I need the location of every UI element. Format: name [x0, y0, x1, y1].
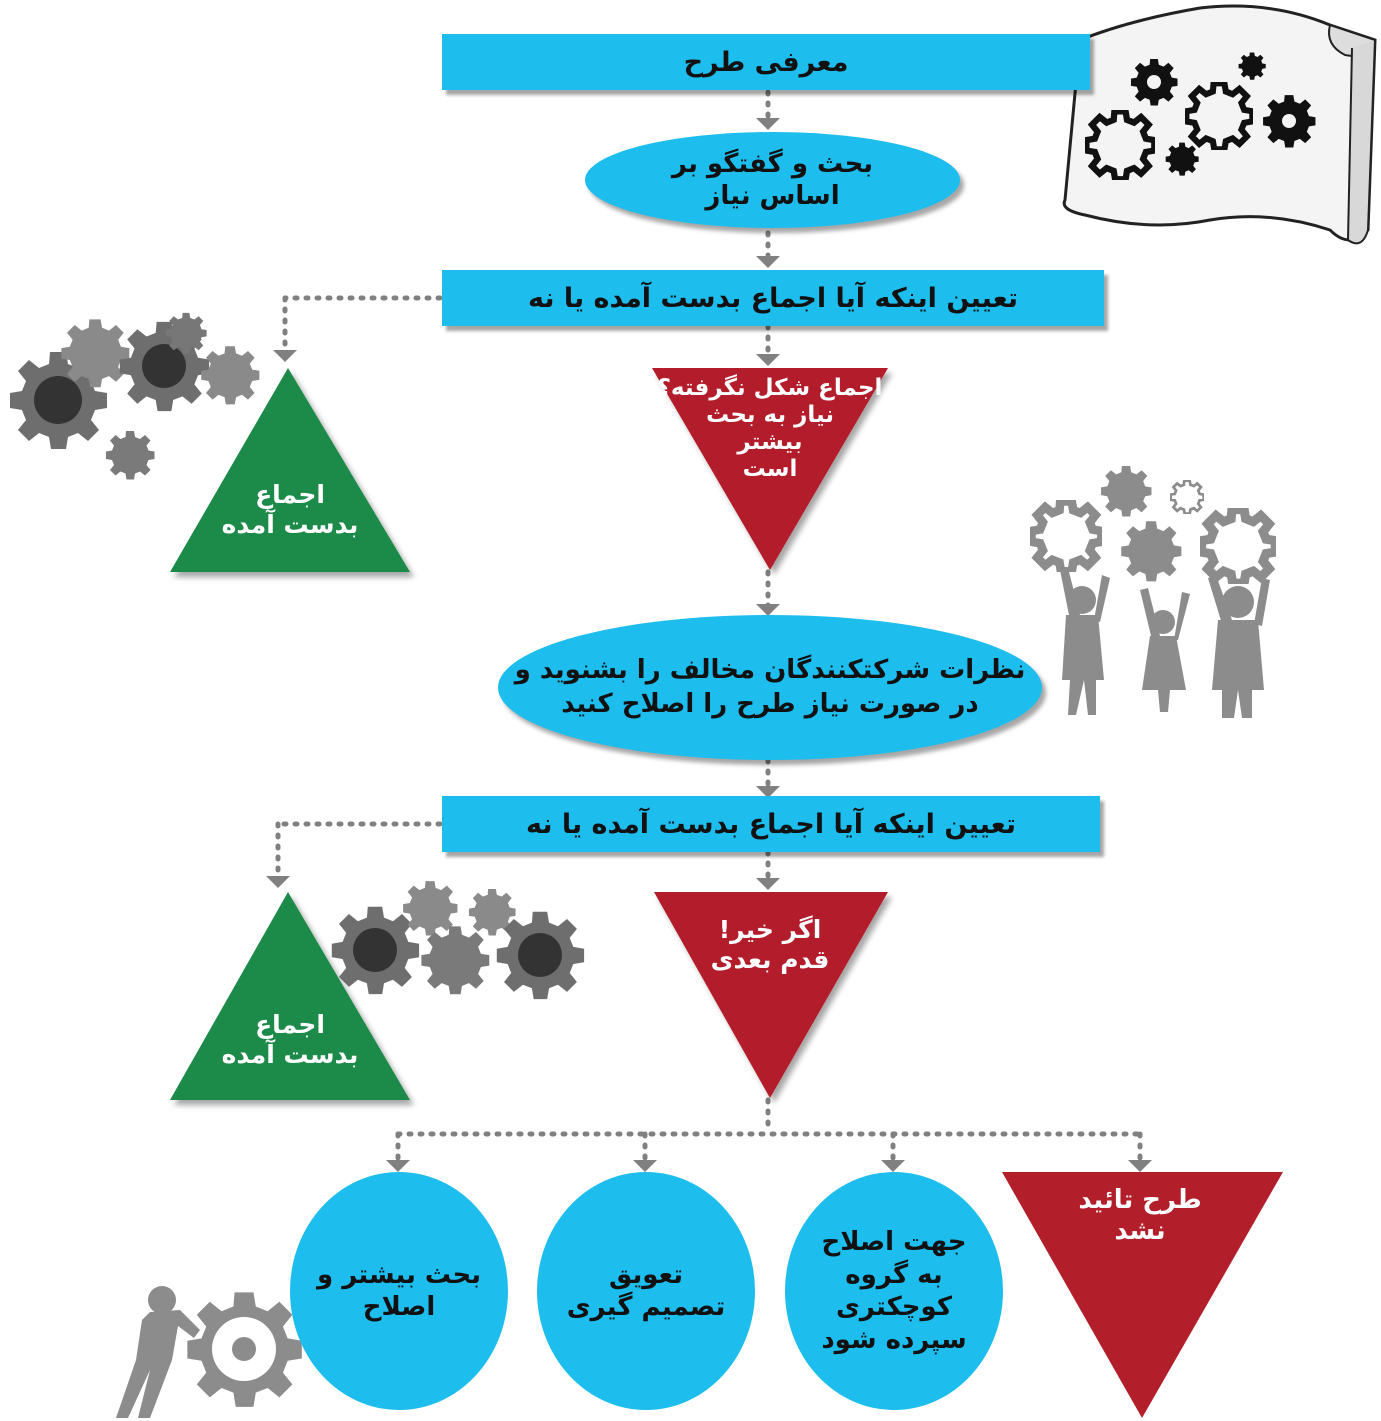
- connectors: [275, 89, 1143, 1165]
- determine-label-1: تعیین اینکه آیا اجماع بدست آمده یا نه: [527, 282, 1019, 314]
- discussion-ellipse: بحث و گفتگو بر اساس نیاز: [585, 132, 960, 228]
- outcome-more-discussion-label: بحث بیشتر و اصلاح: [317, 1259, 481, 1323]
- consensus-label-2: اجماع بدست آمده: [221, 1010, 359, 1069]
- if-no-label: اگر خیر! قدم بعدی: [710, 915, 830, 974]
- outcome-rejected-label: طرح تائید نشد: [1078, 1185, 1202, 1247]
- consensus-triangle-1: [170, 368, 410, 572]
- determine-bar-1: تعیین اینکه آیا اجماع بدست آمده یا نه: [442, 270, 1104, 326]
- outcome-small-group: جهت اصلاح به گروه کوچکتری سپرده شود: [785, 1172, 1003, 1410]
- outcome-small-group-label: جهت اصلاح به گروه کوچکتری سپرده شود: [821, 1227, 967, 1355]
- if-no-triangle: [654, 892, 888, 1098]
- outcome-postpone: تعویق تصمیم گیری: [537, 1172, 755, 1410]
- outcome-postpone-label: تعویق تصمیم گیری: [566, 1259, 726, 1323]
- listen-label: نظرات شرکتکنندگان مخالف را بشنوید و در ص…: [514, 654, 1026, 719]
- outcome-more-discussion: بحث بیشتر و اصلاح: [290, 1172, 508, 1410]
- rejected-triangle: [1002, 1172, 1283, 1418]
- no-consensus-triangle: [652, 368, 888, 570]
- person-pushing-gear-icon: [116, 1286, 302, 1418]
- no-consensus-label: اجماع شکل نگرفته؟ نیاز به بحث بیشتر است: [657, 375, 883, 483]
- gear-cluster-icon: [10, 312, 260, 480]
- people-holding-gears-icon: [1031, 466, 1275, 718]
- determine-bar-2: تعیین اینکه آیا اجماع بدست آمده یا نه: [442, 796, 1100, 852]
- gears-scroll-icon: [1062, 4, 1377, 245]
- intro-bar: معرفی طرح: [442, 34, 1090, 90]
- listen-ellipse: نظرات شرکتکنندگان مخالف را بشنوید و در ص…: [498, 615, 1042, 760]
- intro-label: معرفی طرح: [683, 46, 849, 78]
- discussion-label: بحث و گفتگو بر اساس نیاز: [671, 148, 874, 212]
- consensus-label-1: اجماع بدست آمده: [221, 480, 359, 539]
- consensus-triangle-2: [170, 892, 410, 1100]
- arrowheads: [266, 118, 1152, 1172]
- determine-label-2: تعیین اینکه آیا اجماع بدست آمده یا نه: [525, 808, 1017, 840]
- gear-cluster-icon: [331, 881, 585, 1000]
